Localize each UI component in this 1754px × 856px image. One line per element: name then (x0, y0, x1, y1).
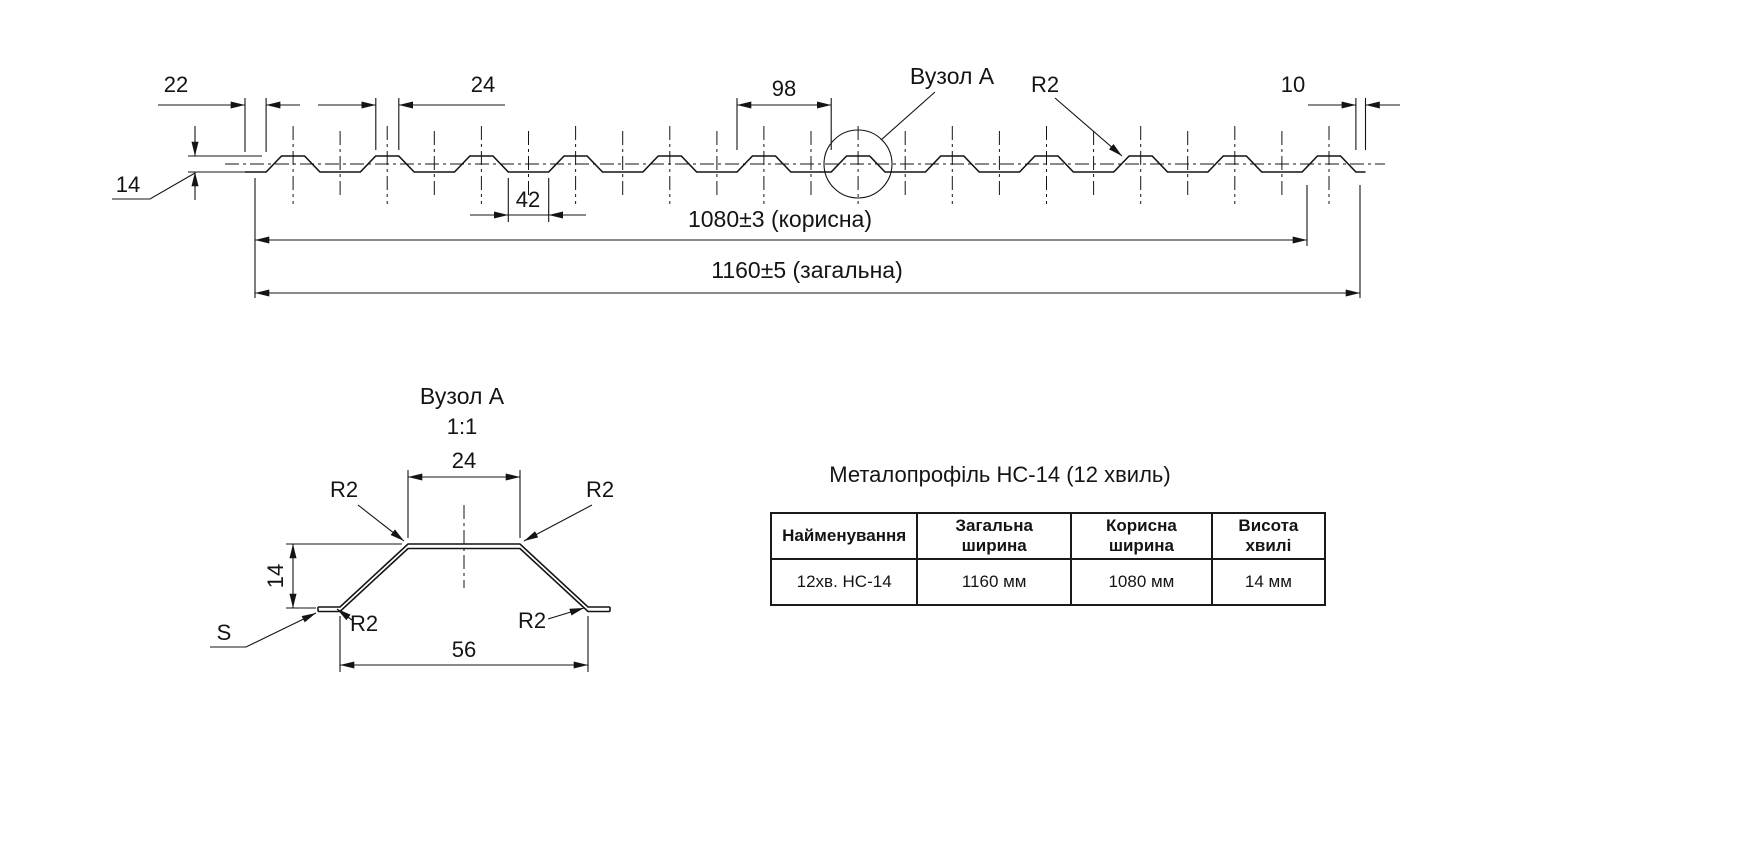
detail-r2-bottom-right-label: R2 (518, 608, 546, 633)
detail-r2-top-right-label: R2 (586, 477, 614, 502)
dim-22-extensions (244, 98, 267, 152)
detail-r2-bottom-left-leader (336, 608, 353, 621)
spec-col-total-width: Загальна ширина (916, 512, 1073, 560)
dim-10-label: 10 (1281, 72, 1305, 97)
detail-scale: 1:1 (447, 414, 478, 439)
profile-outline (245, 155, 1366, 173)
spec-cell-wave-height: 14 мм (1210, 558, 1327, 606)
dim-useful-width-label: 1080±3 (корисна) (688, 206, 872, 232)
dim-24-label: 24 (471, 72, 495, 97)
thickness-s-label: S (217, 620, 232, 645)
profile-section-view: Вузол А R2 22 24 98 10 (112, 63, 1400, 298)
spec-col-name: Найменування (769, 512, 919, 560)
node-leader-line (880, 91, 936, 141)
spec-cell-name: 12хв. НС-14 (769, 558, 919, 606)
detail-r2-top-right-leader (523, 504, 593, 542)
dim-98-extensions (736, 98, 832, 150)
detail-dim-14-extensions (286, 543, 402, 609)
spec-table-title: Металопрофіль НС-14 (12 хвиль) (829, 462, 1171, 487)
detail-profile-endcaps (317, 607, 611, 612)
spec-col-useful-width: Корисна ширина (1070, 512, 1213, 560)
detail-r2-top-left-label: R2 (330, 477, 358, 502)
spec-header-row: Найменування Загальна ширина Корисна шир… (769, 512, 1327, 560)
dim-r2-label: R2 (1031, 72, 1059, 97)
spec-table: Найменування Загальна ширина Корисна шир… (769, 512, 1327, 606)
spec-data-row: 12хв. НС-14 1160 мм 1080 мм 14 мм (769, 558, 1327, 606)
spec-col-wave-height: Висота хвилі (1210, 512, 1327, 560)
r2-leader-line (1054, 97, 1123, 157)
spec-cell-total-width: 1160 мм (916, 558, 1073, 606)
dim-14-label: 14 (116, 172, 140, 197)
wave-centerlines (292, 126, 1330, 204)
detail-dim-24-extensions (407, 470, 521, 538)
thickness-s-leader (210, 612, 317, 648)
detail-title: Вузол А (420, 383, 505, 409)
dim-total-width-label: 1160±5 (загальна) (711, 257, 903, 283)
detail-dim-56-label: 56 (452, 637, 476, 662)
spec-cell-useful-width: 1080 мм (1070, 558, 1213, 606)
spec-section: Металопрофіль НС-14 (12 хвиль) Найменува… (769, 462, 1327, 606)
dim-24-extensions (375, 98, 400, 150)
node-a-label: Вузол А (910, 63, 995, 89)
dim-42-label: 42 (516, 187, 540, 212)
detail-r2-bottom-left-label: R2 (350, 611, 378, 636)
dim-22-label: 22 (164, 72, 188, 97)
dim-14-extensions (188, 155, 262, 173)
detail-dim-24-label: 24 (452, 448, 476, 473)
detail-r2-top-left-leader (357, 504, 405, 542)
dim-14-leader (112, 172, 196, 200)
detail-view-node-a: Вузол А 1:1 24 R2 R2 14 S (210, 383, 614, 672)
detail-dim-14-label: 14 (263, 564, 288, 588)
detail-node-circle (823, 129, 893, 199)
dim-10-extensions (1355, 98, 1367, 150)
detail-r2-bottom-right-leader (547, 607, 585, 620)
dim-98-label: 98 (772, 76, 796, 101)
